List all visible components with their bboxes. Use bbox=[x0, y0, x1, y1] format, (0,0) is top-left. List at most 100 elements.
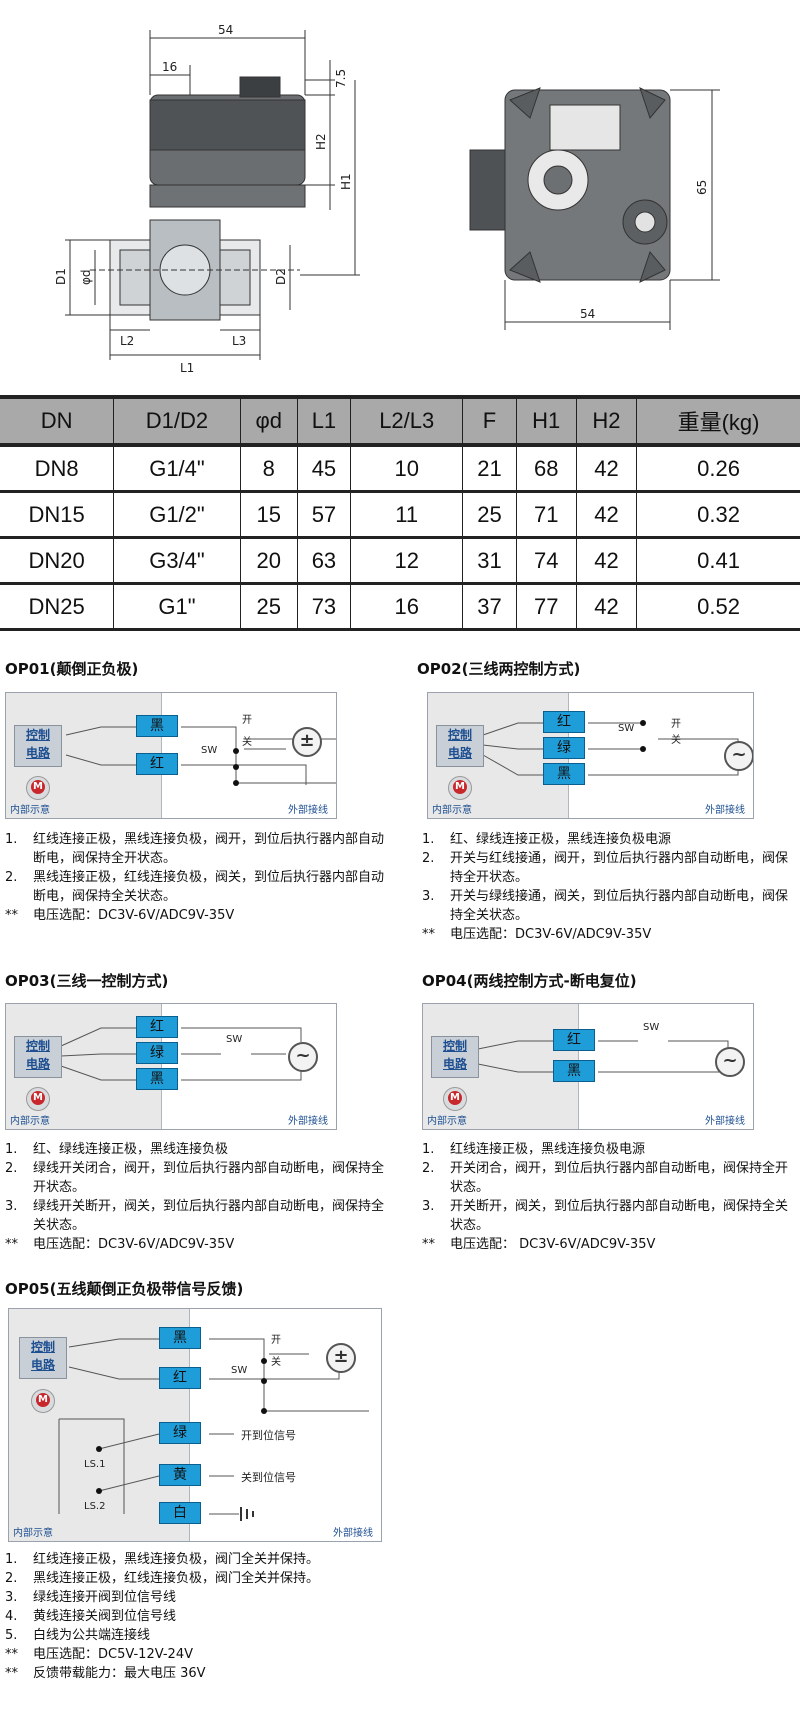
cell: 0.32 bbox=[636, 491, 800, 539]
inner-label: 内部示意 bbox=[10, 805, 50, 816]
op05-diagram: 控制电路 M 黑 红 绿 黄 白 开 关 SW ± LS.1 LS.2 开到位信… bbox=[8, 1308, 382, 1542]
ac-source-icon: ~ bbox=[724, 741, 753, 771]
op05-wires-svg bbox=[58, 1338, 369, 1521]
motor-icon: M bbox=[443, 1087, 467, 1111]
wire-black: 黑 bbox=[553, 1060, 595, 1082]
label-ls2: LS.2 bbox=[84, 1501, 106, 1512]
col-d1d2: D1/D2 bbox=[113, 395, 241, 447]
col-phid: φd bbox=[239, 395, 298, 447]
wire-black: 黑 bbox=[159, 1327, 201, 1349]
wire-green: 绿 bbox=[543, 737, 585, 759]
valve-drawing-svg: 54 16 7.5 H2 H1 D1 φd D2 L2 L3 L1 54 65 bbox=[54, 23, 720, 375]
note: 5.白线为公共端连接线 bbox=[5, 1628, 151, 1643]
cell: 25 bbox=[239, 583, 298, 631]
note: 1.红线连接正极，黑线连接负极，阀门全关并保持。 bbox=[5, 1552, 320, 1567]
op02-title: OP02(三线两控制方式) bbox=[417, 660, 581, 678]
cell: 74 bbox=[515, 537, 577, 585]
inner-label: 内部示意 bbox=[10, 1116, 50, 1127]
col-f: F bbox=[462, 395, 517, 447]
dim-d2: D2 bbox=[274, 268, 288, 285]
col-h1: H1 bbox=[515, 395, 577, 447]
op03-title: OP03(三线一控制方式) bbox=[5, 972, 169, 990]
dc-source-icon: ± bbox=[292, 727, 322, 757]
note: **反馈带载能力：最大电压 36V bbox=[5, 1666, 206, 1681]
dim-l1: L1 bbox=[180, 361, 194, 375]
dim-h1: H1 bbox=[339, 173, 353, 190]
wire-yellow: 黄 bbox=[159, 1464, 201, 1486]
note: 1.红线连接正极，黑线连接负极，阀开，到位后执行器内部自动断电，阀保持全开状态。 bbox=[5, 832, 385, 866]
note: **电压选配：DC5V-12V-24V bbox=[5, 1647, 193, 1662]
ctrl-label-b: 电路 bbox=[25, 746, 50, 760]
label-sw: SW bbox=[226, 1034, 243, 1045]
note: **电压选配：DC3V-6V/ADC9V-35V bbox=[5, 1237, 235, 1252]
cell: G3/4" bbox=[113, 537, 241, 585]
op03-wires-svg bbox=[60, 1027, 302, 1081]
control-circuit-box: 控制电路 bbox=[14, 1036, 62, 1078]
cell: 10 bbox=[350, 445, 463, 493]
label-sw: SW bbox=[618, 723, 635, 734]
label-on: 开 bbox=[671, 719, 681, 730]
outer-label: 外部接线 bbox=[288, 1116, 328, 1127]
dim-65: 65 bbox=[695, 180, 709, 195]
note: **电压选配： DC3V-6V/ADC9V-35V bbox=[422, 1237, 656, 1252]
note: 1.红、绿线连接正极，黑线连接负极 bbox=[5, 1142, 229, 1157]
wire-red: 红 bbox=[159, 1367, 201, 1389]
cell: 20 bbox=[239, 537, 298, 585]
cell: 63 bbox=[296, 537, 351, 585]
op04-notes: 1.红线连接正极，黑线连接负极电源 2.开关闭合，阀开，到位后执行器内部自动断电… bbox=[422, 1140, 797, 1254]
op02-notes: 1.红、绿线连接正极，黑线连接负极电源 2.开关与红线接通，阀开，到位后执行器内… bbox=[422, 830, 797, 944]
cell: 73 bbox=[296, 583, 351, 631]
cell: DN15 bbox=[0, 491, 114, 539]
motor-icon: M bbox=[31, 1389, 55, 1413]
col-l1: L1 bbox=[296, 395, 351, 447]
label-sw: SW bbox=[643, 1022, 660, 1033]
control-circuit-box: 控制电路 bbox=[14, 725, 62, 767]
wire-green: 绿 bbox=[136, 1042, 178, 1064]
outer-label: 外部接线 bbox=[705, 1116, 745, 1127]
cell: DN25 bbox=[0, 583, 114, 631]
outer-label: 外部接线 bbox=[288, 805, 328, 816]
note: 3.开关断开，阀关，到位后执行器内部自动断电，阀保持全关状态。 bbox=[422, 1199, 789, 1233]
op05-title: OP05(五线颠倒正负极带信号反馈) bbox=[5, 1280, 244, 1298]
op01-wires-svg bbox=[65, 726, 336, 786]
cell: 21 bbox=[462, 445, 517, 493]
op04-diagram: 控制电路 M 红 黑 SW ~ 内部示意 外部接线 bbox=[422, 1003, 754, 1130]
dim-54-side: 54 bbox=[580, 307, 595, 321]
label-off: 关 bbox=[671, 735, 681, 746]
label-sw: SW bbox=[231, 1365, 248, 1376]
op01-diagram: 控制电路 M 黑 红 开 关 SW ± 内部示意 外部接线 bbox=[5, 692, 337, 819]
note: 1.红、绿线连接正极，黑线连接负极电源 bbox=[422, 832, 672, 847]
motor-icon: M bbox=[26, 776, 50, 800]
label-off: 关 bbox=[242, 737, 252, 748]
cell: 16 bbox=[350, 583, 463, 631]
cell: 37 bbox=[462, 583, 517, 631]
op05-notes: 1.红线连接正极，黑线连接负极，阀门全关并保持。 2.黑线连接正极，红线连接负极… bbox=[5, 1550, 425, 1683]
note: 2.绿线开关闭合，阀开，到位后执行器内部自动断电，阀保持全开状态。 bbox=[5, 1161, 385, 1195]
col-weight: 重量(kg) bbox=[636, 395, 800, 447]
cell: 42 bbox=[575, 491, 637, 539]
note: 3.开关与绿线接通，阀关，到位后执行器内部自动断电，阀保持全关状态。 bbox=[422, 889, 789, 923]
dim-7-5: 7.5 bbox=[334, 69, 348, 88]
note: **电压选配：DC3V-6V/ADC9V-35V bbox=[422, 927, 652, 942]
cell: 0.52 bbox=[636, 583, 800, 631]
inner-label: 内部示意 bbox=[432, 805, 472, 816]
op03-notes: 1.红、绿线连接正极，黑线连接负极 2.绿线开关闭合，阀开，到位后执行器内部自动… bbox=[5, 1140, 385, 1254]
cell: 15 bbox=[239, 491, 298, 539]
cell: 11 bbox=[350, 491, 463, 539]
ac-source-icon: ~ bbox=[288, 1042, 318, 1072]
cell: 42 bbox=[575, 537, 637, 585]
note: 3.绿线连接开阀到位信号线 bbox=[5, 1590, 177, 1605]
col-h2: H2 bbox=[575, 395, 637, 447]
cell: 57 bbox=[296, 491, 351, 539]
op02-diagram: 控制电路 M 红 绿 黑 SW 开 关 ~ 内部示意 外部接线 bbox=[427, 692, 754, 819]
cell: 68 bbox=[515, 445, 577, 493]
note: 2.开关与红线接通，阀开，到位后执行器内部自动断电，阀保持全开状态。 bbox=[422, 851, 789, 885]
dim-54-top: 54 bbox=[218, 23, 233, 37]
inner-label: 内部示意 bbox=[13, 1528, 53, 1539]
dim-d1: D1 bbox=[54, 268, 68, 285]
dim-h2: H2 bbox=[314, 133, 328, 150]
